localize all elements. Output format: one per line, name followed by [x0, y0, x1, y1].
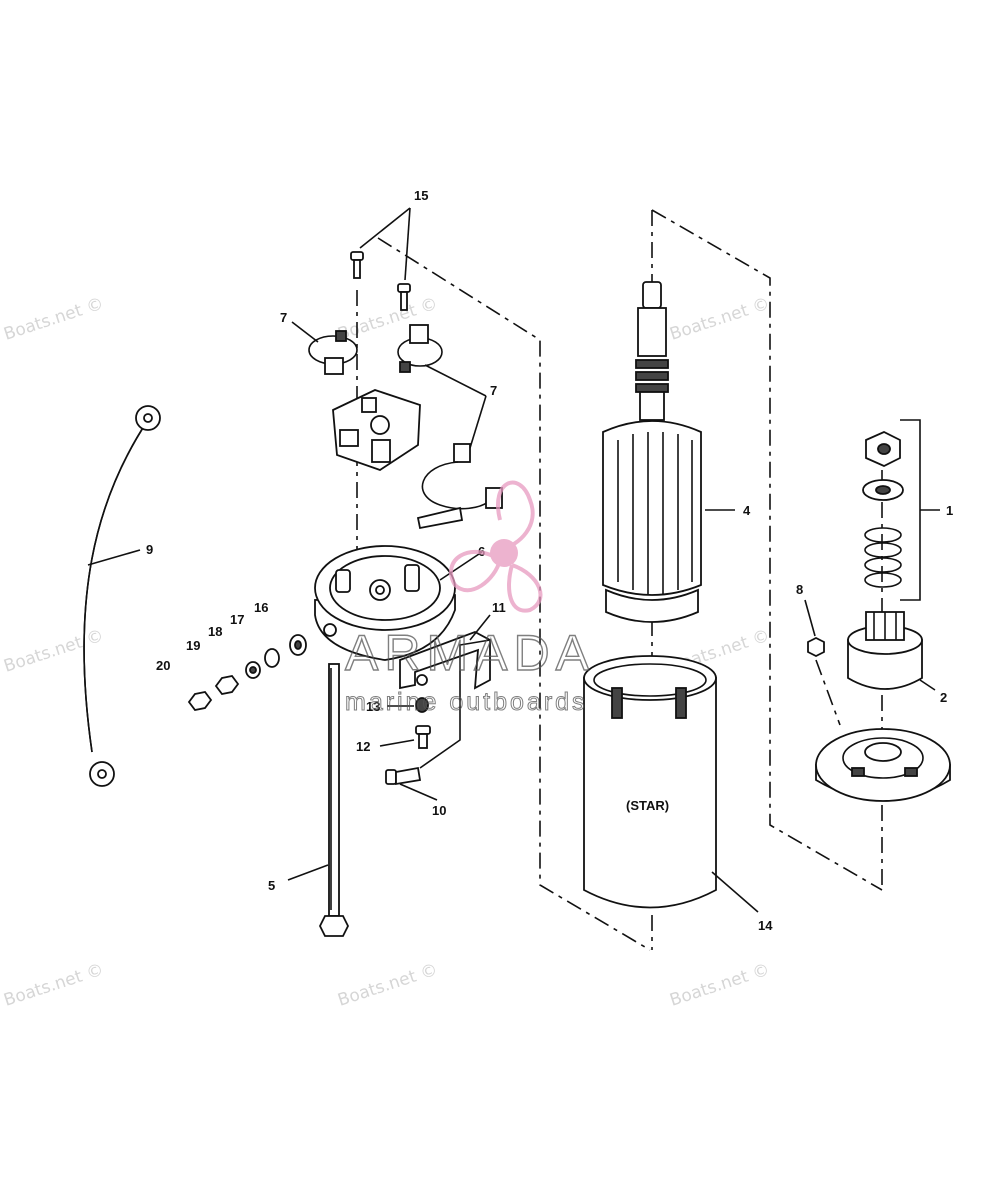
commutator-end-cap [314, 545, 456, 661]
callout-15: 15 [414, 188, 428, 203]
callouts: 1 2 4 5 6 7 7 8 9 10 11 12 13 14 15 16 1… [146, 188, 953, 933]
callout-2: 2 [940, 690, 947, 705]
brush-lead-wire [416, 443, 503, 530]
callout-5: 5 [268, 878, 275, 893]
callout-12: 12 [356, 739, 370, 754]
watermark: Boats.net © [667, 294, 772, 345]
leader-lines [87, 321, 936, 913]
watermark: Boats.net © [335, 960, 440, 1011]
armature [602, 281, 702, 623]
terminal-hardware [187, 634, 307, 711]
drive-end-nut [807, 636, 825, 658]
drive-nut-collar-spring [862, 431, 904, 588]
callout-4: 4 [743, 503, 751, 518]
frame-lines [356, 209, 883, 951]
callout-10: 10 [432, 803, 446, 818]
brushes-and-springs [308, 324, 443, 375]
callout-7: 7 [280, 310, 287, 325]
brush-holder [332, 389, 421, 471]
frame-caption: (STAR) [626, 798, 669, 813]
callout-9: 9 [146, 542, 153, 557]
callout-20: 20 [156, 658, 170, 673]
callout-19: 19 [186, 638, 200, 653]
callout-18: 18 [208, 624, 222, 639]
brush-holder-screws [350, 251, 411, 311]
brand-tagline: marine outboards [345, 688, 588, 716]
callout-7: 7 [490, 383, 497, 398]
watermark: Boats.net © [1, 626, 106, 677]
through-bolt [318, 663, 350, 937]
drive-pinion [847, 611, 923, 690]
brand-logo: ARMADA marine outboards [344, 480, 595, 717]
brand-name: ARMADA [345, 625, 595, 681]
field-frame [583, 655, 717, 909]
callout-11: 11 [492, 600, 506, 615]
callout-1: 1 [946, 503, 953, 518]
drive-end-cap [815, 728, 951, 802]
battery-cable [83, 405, 161, 787]
callout-16: 16 [254, 600, 268, 615]
callout-17: 17 [230, 612, 244, 627]
callout-13: 13 [366, 699, 380, 714]
watermark: Boats.net © [1, 294, 106, 345]
callout-brackets [359, 207, 940, 601]
callout-14: 14 [758, 918, 773, 933]
mounting-bracket [385, 631, 491, 786]
watermark: Boats.net © [667, 960, 772, 1011]
propeller-icon [449, 480, 543, 613]
callout-8: 8 [796, 582, 803, 597]
watermark: Boats.net © [1, 960, 106, 1011]
